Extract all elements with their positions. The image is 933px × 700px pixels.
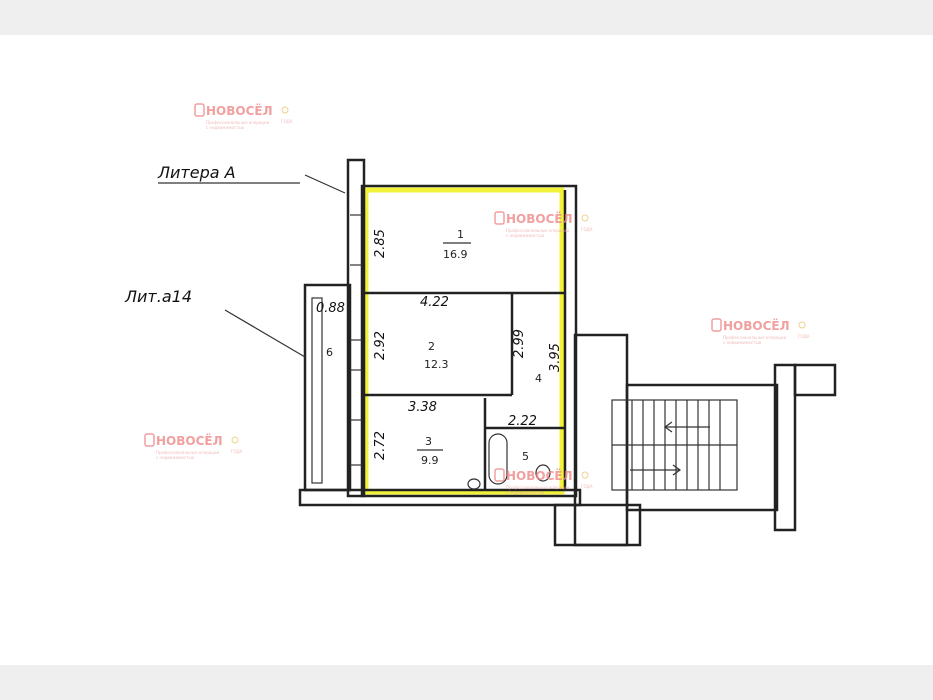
watermark-brand: НОВОСЁЛ: [156, 433, 223, 448]
room-5: 5: [522, 450, 529, 463]
watermark-brand: НОВОСЁЛ: [506, 468, 573, 483]
toilet-icon: [535, 464, 551, 482]
watermark-badge: ГОДА: [581, 484, 593, 489]
dim-room2-width: 4.22: [420, 295, 449, 310]
room-4: 4: [535, 372, 542, 385]
room-3: 39.9: [417, 435, 443, 467]
sink-icon: [467, 478, 481, 490]
dim-room2-depth: 2.92: [373, 331, 388, 360]
watermark-badge: ГОДА: [581, 227, 593, 232]
dim-bath-width: 2.22: [508, 414, 537, 429]
room-6: 6: [326, 346, 333, 359]
svg-text:16.9: 16.9: [443, 248, 468, 261]
svg-text:3: 3: [425, 435, 432, 448]
room-2: 212.3: [424, 340, 449, 371]
bottom-band: [0, 665, 933, 700]
watermark-brand: НОВОСЁЛ: [723, 318, 790, 333]
watermark-badge: ГОДА: [231, 449, 243, 454]
dim-corridor-length: 3.95: [548, 343, 563, 372]
dim-room3-depth: 2.72: [373, 431, 388, 460]
svg-text:12.3: 12.3: [424, 358, 449, 371]
top-band: [0, 0, 933, 35]
apartment-highlight: [363, 187, 565, 495]
svg-text:1: 1: [457, 228, 464, 241]
litera-label: Литера А: [157, 163, 236, 182]
watermark-brand: НОВОСЁЛ: [506, 211, 573, 226]
svg-text:2: 2: [428, 340, 435, 353]
dim-room1-depth: 2.85: [373, 229, 388, 258]
dim-room3-width: 3.38: [408, 400, 437, 415]
stairwell: [553, 333, 837, 547]
watermark-badge: ГОДА: [798, 334, 810, 339]
room-1: 116.9: [443, 228, 471, 261]
watermark-brand: НОВОСЁЛ: [206, 103, 273, 118]
svg-text:9.9: 9.9: [421, 454, 439, 467]
bathtub-icon: [488, 433, 508, 485]
walls: [224, 158, 582, 507]
dim-corridor-depth: 2.99: [512, 329, 527, 358]
dim-balcony-width: 0.88: [316, 301, 345, 316]
watermark-badge: ГОДА: [281, 119, 293, 124]
lit-a14-label: Лит.а14: [124, 287, 192, 306]
